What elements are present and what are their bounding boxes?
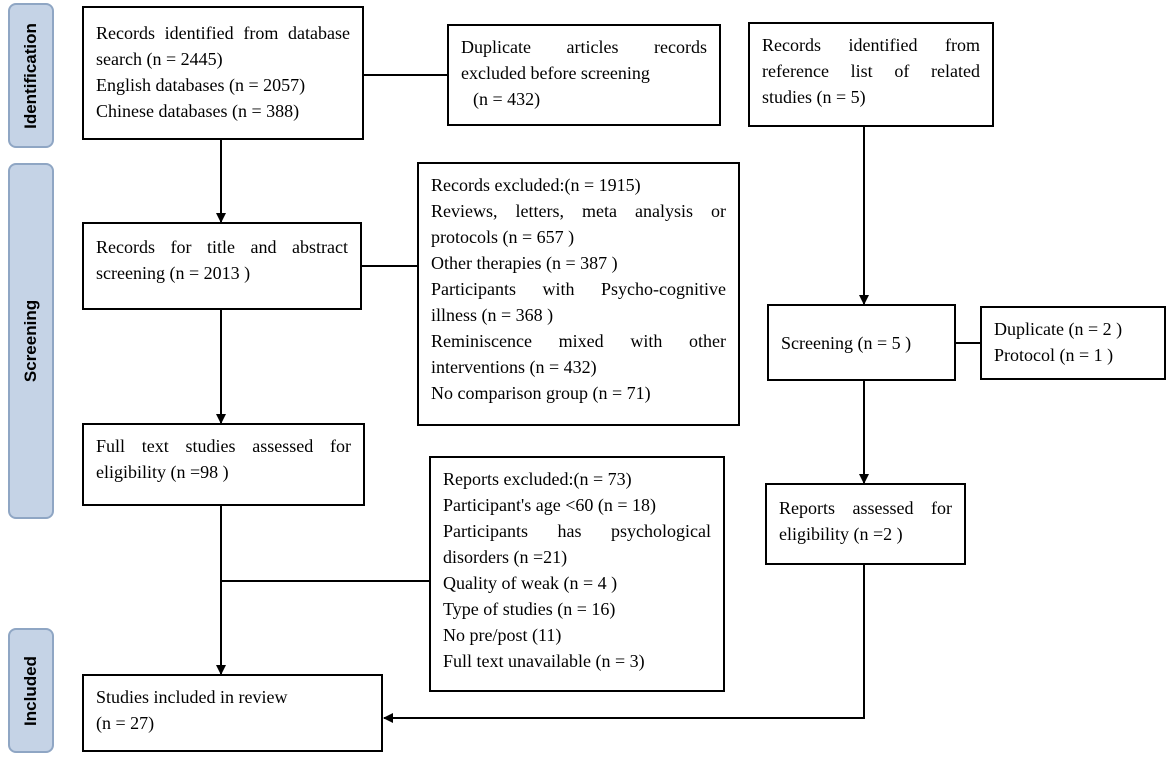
box-reference-line-1: Records identified from — [762, 35, 980, 55]
phase-identification: Identification — [8, 3, 54, 148]
box-reports-excluded-line-4: disorders (n =21) — [443, 547, 568, 567]
box-reports-excluded: Reports excluded:(n = 73) Participant's … — [429, 456, 725, 692]
box-duplicate-protocol-line-2: Protocol (n = 1 ) — [994, 345, 1114, 365]
box-records-excluded-line-4: Other therapies (n = 387 ) — [431, 253, 618, 273]
box-screening-reference-line-1: Screening (n = 5 ) — [781, 333, 912, 353]
box-database-search-line-3: English databases (n = 2057) — [96, 75, 306, 95]
box-database-search-line-4: Chinese databases (n = 388) — [96, 101, 300, 121]
box-full-text-assessed: Full text studies assessed for eligibili… — [82, 423, 365, 506]
connector-assessed-to-included — [383, 565, 865, 723]
box-reference-line-2: reference list of related — [762, 61, 980, 81]
box-reports-assessed-line-2: eligibility (n =2 ) — [779, 524, 903, 544]
box-duplicates-line-3: (n = 432) — [473, 89, 541, 109]
box-records-excluded-line-9: No comparison group (n = 71) — [431, 383, 651, 403]
box-duplicates-excluded: Duplicate articles records excluded befo… — [447, 24, 721, 126]
box-reports-excluded-line-6: Type of studies (n = 16) — [443, 599, 616, 619]
box-screening-reference: Screening (n = 5 ) — [767, 304, 956, 381]
box-reports-excluded-line-2: Participant's age <60 (n = 18) — [443, 495, 656, 515]
box-studies-included-line-1: Studies included in review — [96, 687, 288, 707]
box-records-excluded-line-6: illness (n = 368 ) — [431, 305, 554, 325]
phase-screening: Screening — [8, 163, 54, 519]
box-records-excluded-line-7: Reminiscence mixed with other — [431, 331, 726, 351]
box-title-abstract-line-2: screening (n = 2013 ) — [96, 263, 251, 283]
box-database-search-line-1: Records identified from database — [96, 23, 350, 43]
box-reports-excluded-line-8: Full text unavailable (n = 3) — [443, 651, 645, 671]
box-records-excluded-line-2: Reviews, letters, meta analysis or — [431, 201, 726, 221]
box-reports-assessed-line-1: Reports assessed for — [779, 498, 952, 518]
box-reports-excluded-line-7: No pre/post (11) — [443, 625, 562, 645]
box-records-excluded-line-1: Records excluded:(n = 1915) — [431, 175, 641, 195]
box-duplicate-protocol: Duplicate (n = 2 ) Protocol (n = 1 ) — [980, 306, 1166, 380]
box-full-text-line-1: Full text studies assessed for — [96, 436, 351, 456]
box-reports-excluded-line-3: Participants has psychological — [443, 521, 711, 541]
box-reference-line-3: studies (n = 5) — [762, 87, 866, 107]
box-records-excluded: Records excluded:(n = 1915) Reviews, let… — [417, 162, 740, 426]
box-duplicates-line-2: excluded before screening — [461, 63, 650, 83]
box-duplicates-line-1: Duplicate articles records — [461, 37, 707, 57]
box-reference-list: Records identified from reference list o… — [748, 22, 994, 127]
box-records-excluded-line-5: Participants with Psycho-cognitive — [431, 279, 726, 299]
box-reports-assessed: Reports assessed for eligibility (n =2 ) — [765, 483, 966, 565]
box-title-abstract-line-1: Records for title and abstract — [96, 237, 348, 257]
box-reports-excluded-line-5: Quality of weak (n = 4 ) — [443, 573, 618, 593]
phase-included: Included — [8, 628, 54, 753]
box-records-excluded-line-3: protocols (n = 657 ) — [431, 227, 575, 247]
box-full-text-line-2: eligibility (n =98 ) — [96, 462, 229, 482]
box-studies-included: Studies included in review (n = 27) — [82, 674, 383, 752]
box-title-abstract-screening: Records for title and abstract screening… — [82, 222, 362, 310]
box-database-search: Records identified from database search … — [82, 6, 364, 140]
box-records-excluded-line-8: interventions (n = 432) — [431, 357, 597, 377]
box-database-search-line-2: search (n = 2445) — [96, 49, 223, 69]
box-studies-included-line-2: (n = 27) — [96, 713, 155, 733]
box-reports-excluded-line-1: Reports excluded:(n = 73) — [443, 469, 632, 489]
box-duplicate-protocol-line-1: Duplicate (n = 2 ) — [994, 319, 1123, 339]
